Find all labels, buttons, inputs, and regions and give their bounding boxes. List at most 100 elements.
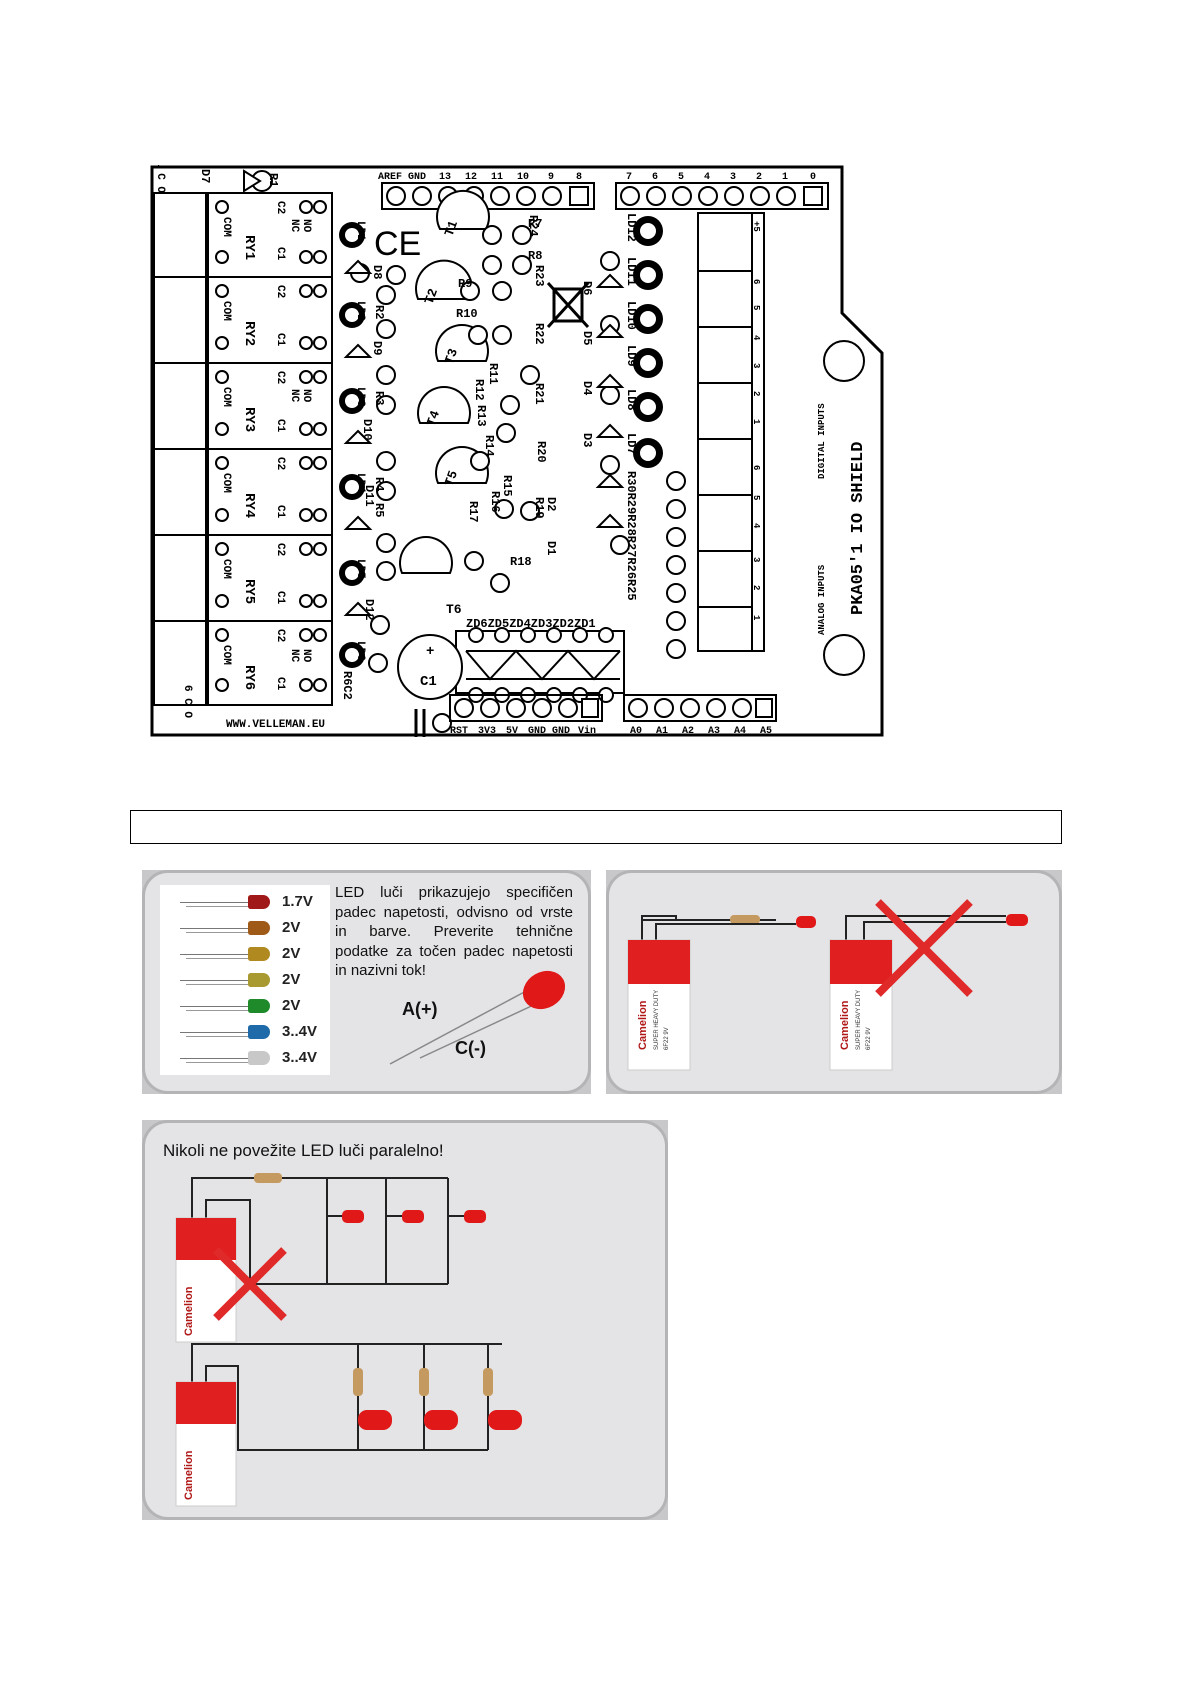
top-header-labels: AREF GND 13 12 11 10 9 8 7 6 5 4 3 2 1 0 xyxy=(378,172,816,183)
svg-text:R16: R16 xyxy=(488,491,502,513)
pin-label: GND xyxy=(552,726,570,737)
transistor-label: T3 xyxy=(442,346,461,366)
led-icon xyxy=(1006,914,1028,926)
pin-label: 4 xyxy=(704,172,710,183)
svg-text:R23: R23 xyxy=(532,265,546,287)
scale-label: 5 xyxy=(751,305,761,310)
led-icon xyxy=(796,916,816,928)
led-body-icon xyxy=(248,921,270,935)
parallel-warning-text: Nikoli ne povežite LED luči paralelno! xyxy=(163,1141,444,1160)
relay-com-label: COM xyxy=(220,217,232,237)
relay-com-label: COM xyxy=(220,301,232,321)
svg-text:R22: R22 xyxy=(532,323,546,345)
relays xyxy=(207,192,333,706)
relay-label: RY2 xyxy=(241,321,257,346)
relay-c1-label: C1 xyxy=(274,247,286,261)
input-led-labels: LD12 LD11 LD10 LD9 LD8 LD7 xyxy=(624,213,638,455)
bottom-corner-label: 6 C O xyxy=(181,685,193,718)
scale-label: 6 xyxy=(751,279,761,284)
capacitor-label: C1 xyxy=(420,674,437,690)
led-body-icon xyxy=(248,1051,270,1065)
cross-icon xyxy=(213,1247,287,1321)
pin-label: 10 xyxy=(517,172,529,183)
battery-brand: Camelion xyxy=(839,1000,851,1050)
scale-label: 4 xyxy=(751,335,761,341)
capacitor-c1: C1 + xyxy=(397,634,463,700)
battery-brand: Camelion xyxy=(183,1450,195,1500)
led-label: LD6 xyxy=(354,641,366,661)
pin-label: A3 xyxy=(708,726,720,737)
led-body-icon xyxy=(248,1025,270,1039)
led-voltage-row: 3..4V xyxy=(160,1047,330,1071)
led-body-icon xyxy=(248,895,270,909)
relay-leds xyxy=(339,222,365,668)
led-voltage-value: 2V xyxy=(282,919,301,936)
svg-text:R19: R19 xyxy=(532,497,546,519)
pin-label: 9 xyxy=(548,172,554,183)
pin-label: A4 xyxy=(734,726,746,737)
relay-no-label: NO xyxy=(300,649,312,663)
pin-label: A1 xyxy=(656,726,668,737)
relay-com-label: COM xyxy=(220,387,232,407)
svg-text:+: + xyxy=(426,644,434,660)
mounting-hole-icon xyxy=(823,634,865,676)
svg-text:R7: R7 xyxy=(528,217,542,231)
led-label: LD1 xyxy=(354,221,366,241)
battery-voltage: 6F22 9V xyxy=(664,1027,670,1050)
led-label: LD4 xyxy=(354,473,366,493)
transistor-label: T4 xyxy=(424,408,443,428)
led-label: LD11 xyxy=(624,257,638,286)
pin-label: AREF xyxy=(378,172,402,183)
transistor-label: T1 xyxy=(442,218,461,238)
relay-label: RY1 xyxy=(241,235,257,260)
svg-text:R24: R24 xyxy=(526,215,540,237)
led-label: LD2 xyxy=(354,301,366,321)
svg-text:D5: D5 xyxy=(580,331,594,345)
svg-text:R17: R17 xyxy=(466,501,480,523)
led-voltage-row: 2V xyxy=(160,943,330,967)
led-label: LD7 xyxy=(624,433,638,455)
led-label: LD10 xyxy=(624,301,638,330)
relay-c2-label: C2 xyxy=(274,371,286,384)
relay-label: RY4 xyxy=(241,493,257,518)
relay-c2-label: C2 xyxy=(274,629,286,642)
relay-c1-label: C1 xyxy=(274,505,286,519)
scale-label: 1 xyxy=(751,419,761,425)
capacitor-c2 xyxy=(414,709,452,737)
diode-symbols xyxy=(243,169,625,616)
relay-c1-label: C1 xyxy=(274,333,286,347)
svg-text:D11: D11 xyxy=(362,485,376,507)
relay-c1-label: C1 xyxy=(274,591,286,605)
relay-label: RY5 xyxy=(241,579,257,604)
svg-text:R11: R11 xyxy=(486,363,500,385)
pin-label: 13 xyxy=(439,172,451,183)
svg-text:R12: R12 xyxy=(472,379,486,401)
pin-label: 5V xyxy=(506,726,518,737)
scale-label: 3 xyxy=(751,363,761,368)
relay-led-labels: LD1 LD2 LD3 LD4 LD5 LD6 xyxy=(354,221,366,661)
relay-c2-label: C2 xyxy=(274,285,286,298)
weee-bin-icon xyxy=(546,281,590,329)
led-icon xyxy=(358,1410,392,1430)
relay-pin-labels: COM COM COM COM COM COM C2 C1 C2 C1 C2 C… xyxy=(220,201,312,691)
pin-label: 6 xyxy=(652,172,658,183)
pin-label: 12 xyxy=(465,172,477,183)
website-label: WWW.VELLEMAN.EU xyxy=(226,719,325,731)
pin-label: 2 xyxy=(756,172,762,183)
relay-com-label: COM xyxy=(220,559,232,579)
pin-label: A0 xyxy=(630,726,642,737)
pin-label: 7 xyxy=(626,172,632,183)
scale-label: 4 xyxy=(751,523,761,529)
relay-c2-label: C2 xyxy=(274,201,286,214)
scale-label: 2 xyxy=(751,585,761,590)
led-label: LD12 xyxy=(624,213,638,242)
pin-label: 1 xyxy=(782,172,788,183)
svg-text:R10: R10 xyxy=(456,307,478,321)
led-voltage-row: 1.7V xyxy=(160,891,330,915)
led-polarity-icon xyxy=(389,970,566,1065)
bottom-header-labels: RST 3V3 5V GND GND Vin A0 A1 A2 A3 A4 A5 xyxy=(450,725,772,737)
scale-label: 5 xyxy=(751,495,761,500)
pcb-silkscreen-diagram: 1 C O 6 C O xyxy=(150,165,885,740)
svg-text:R4: R4 xyxy=(372,477,386,491)
led-voltage-row: 2V xyxy=(160,995,330,1019)
